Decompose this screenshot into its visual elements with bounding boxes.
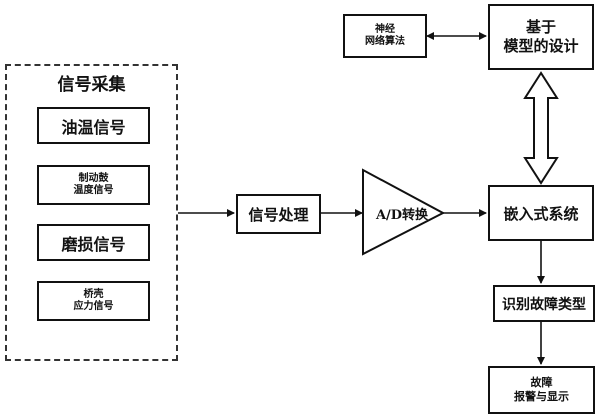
signal-processing-box: 信号处理 — [236, 194, 321, 234]
adc-label: A/D转换 — [375, 208, 429, 223]
oil-temp-signal-box: 油温信号 — [37, 107, 150, 144]
axle-stress-label-line1: 桥壳 — [83, 288, 104, 300]
axle-stress-signal-box: 桥壳 应力信号 — [37, 281, 150, 321]
adc-triangle — [362, 168, 446, 256]
brake-drum-label-line1: 制动鼓 — [78, 172, 109, 184]
model-design-line2: 模型的设计 — [503, 37, 579, 55]
model-design-box: 基于 模型的设计 — [488, 4, 594, 70]
oil-temp-signal-label: 油温信号 — [61, 117, 126, 137]
embedded-system-box: 嵌入式系统 — [488, 185, 594, 241]
wear-signal-label: 磨损信号 — [61, 234, 126, 254]
neural-network-line2: 网络算法 — [365, 36, 405, 47]
acquisition-title: 信号采集 — [57, 75, 126, 95]
neural-network-line1: 神经 — [375, 23, 395, 35]
brake-drum-label-line2: 温度信号 — [73, 185, 114, 196]
hollow-double-arrow — [523, 71, 559, 185]
embedded-system-label: 嵌入式系统 — [503, 204, 579, 223]
model-design-line1: 基于 — [525, 18, 556, 37]
axle-stress-label-line2: 应力信号 — [73, 301, 114, 312]
neural-network-box: 神经 网络算法 — [343, 14, 427, 58]
fault-alarm-line2: 报警与显示 — [514, 390, 569, 403]
brake-drum-temp-signal-box: 制动鼓 温度信号 — [37, 165, 150, 205]
acquisition-group — [5, 64, 178, 361]
fault-alarm-line1: 故障 — [530, 376, 553, 390]
identify-fault-label: 识别故障类型 — [502, 296, 586, 313]
signal-processing-label: 信号处理 — [248, 205, 309, 224]
identify-fault-box: 识别故障类型 — [493, 285, 595, 322]
wear-signal-box: 磨损信号 — [37, 224, 150, 261]
fault-alarm-box: 故障 报警与显示 — [488, 366, 595, 414]
